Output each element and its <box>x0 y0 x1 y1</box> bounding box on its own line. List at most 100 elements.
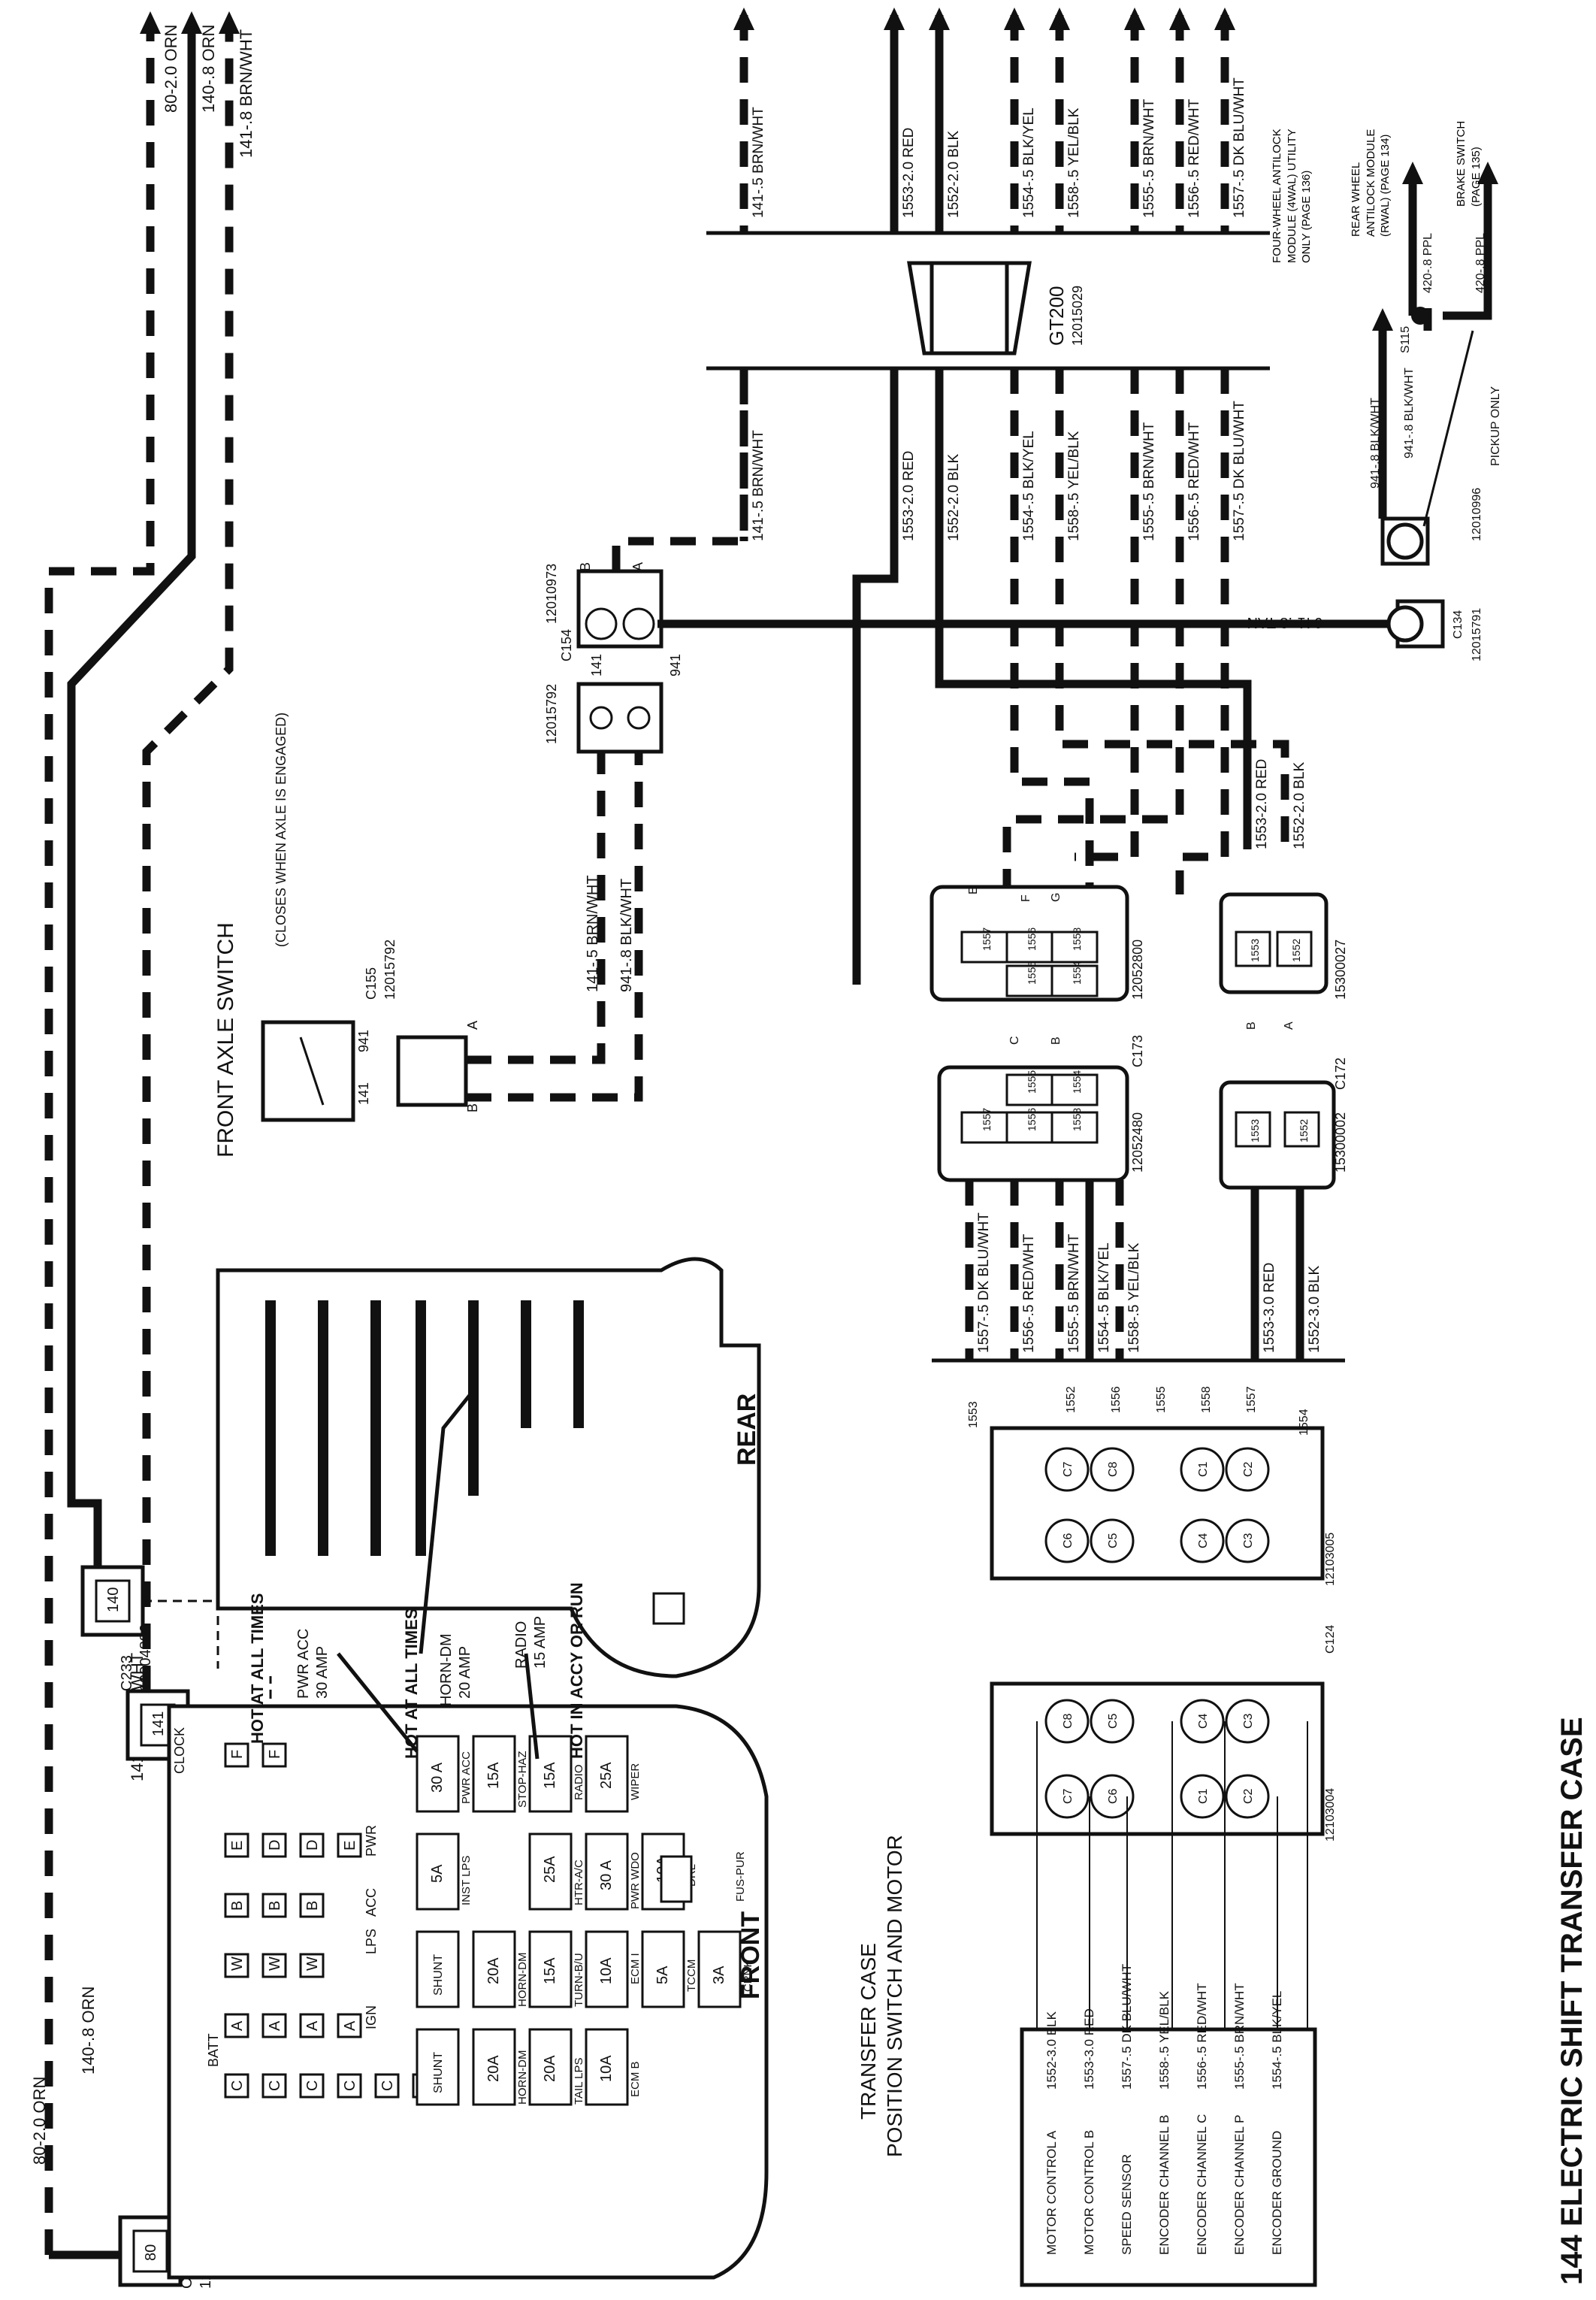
svg-text:1554-.5 BLK/YEL: 1554-.5 BLK/YEL <box>1096 1242 1112 1353</box>
fuse-name: ECM I <box>629 1953 642 1984</box>
svg-text:1553-2.0 RED: 1553-2.0 RED <box>901 128 917 218</box>
gt200-connector: GT200 12015029 <box>907 261 1085 356</box>
fuse-name: HTR-A/C <box>573 1860 585 1905</box>
fuse-name: RADIO <box>573 1764 585 1800</box>
tan-wire-label: 941-.8 TAN <box>1247 614 1322 631</box>
front-axle-note: (CLOSES WHEN AXLE IS ENGAGED) <box>274 713 289 947</box>
svg-text:C: C <box>342 2081 358 2091</box>
svg-text:C1: C1 <box>1197 1461 1210 1477</box>
fuse-amp: 20A <box>542 2055 558 2082</box>
svg-text:141-.5 BRN/WHT: 141-.5 BRN/WHT <box>751 430 766 541</box>
fuse-amp: 20A <box>485 1957 502 1984</box>
svg-text:B: B <box>1245 1021 1258 1030</box>
svg-text:1555: 1555 <box>1026 961 1038 985</box>
svg-text:C6: C6 <box>1062 1533 1075 1548</box>
c154-part-b: 12015792 <box>544 684 559 744</box>
c154-part-a: 12010973 <box>544 564 559 624</box>
axle-wire-141: 141-.5 BRN/WHT <box>585 875 601 992</box>
c172-part-b: 15300002 <box>1333 1112 1348 1173</box>
callout-1-title: HOT AT ALL TIMES <box>248 1593 267 1744</box>
lower-wire-set: 1557-.5 DK BLU/WHT 1556-.5 RED/WHT 1555-… <box>965 1180 1322 1360</box>
svg-text:1558-.5 YEL/BLK: 1558-.5 YEL/BLK <box>1157 1990 1171 2090</box>
fuse-acc-label: ACC <box>364 1888 379 1917</box>
svg-text:ENCODER CHANNEL B: ENCODER CHANNEL B <box>1157 2115 1171 2255</box>
svg-text:F: F <box>1020 894 1032 902</box>
callout-2-fuse: HORN-DM <box>438 1633 455 1706</box>
svg-text:E: E <box>229 1841 246 1851</box>
right-w420-a: 420-.8 PPL <box>1422 233 1434 293</box>
connector-c233-part: 12004886 <box>138 1624 154 1691</box>
svg-text:C: C <box>267 2081 283 2091</box>
callout-2-amp: 20 AMP <box>457 1646 473 1699</box>
right-side: C134 12015791 12010996 941-.8 BLK/WHT 94… <box>1271 121 1502 661</box>
svg-text:1556: 1556 <box>1026 1108 1038 1131</box>
fuse-amp: 25A <box>598 1762 615 1789</box>
svg-text:MOTOR CONTROL B: MOTOR CONTROL B <box>1082 2130 1096 2255</box>
lower-bus-labels: 141-.5 BRN/WHT 1553-2.0 RED 1552-2.0 BLK… <box>751 401 1307 849</box>
svg-text:1553: 1553 <box>1249 1119 1261 1142</box>
callout-2-title: HOT AT ALL TIMES <box>402 1608 421 1759</box>
right-s115: S115 <box>1399 326 1412 353</box>
svg-text:1556-.5 RED/WHT: 1556-.5 RED/WHT <box>1186 422 1202 541</box>
c134-part-b: 12010996 <box>1471 488 1483 541</box>
svg-text:C8: C8 <box>1107 1461 1120 1477</box>
svg-text:D: D <box>304 1840 321 1851</box>
svg-text:A: A <box>1283 1021 1295 1030</box>
upper-bus-wires <box>733 8 1235 233</box>
svg-text:B: B <box>229 1901 246 1911</box>
callout-3-title: HOT IN ACCY OR RUN <box>567 1582 586 1759</box>
fuse-amp: 15A <box>542 1762 558 1789</box>
fuse-batt-label: BATT <box>206 2033 221 2067</box>
svg-text:1554: 1554 <box>1071 961 1083 985</box>
svg-text:1552: 1552 <box>1290 939 1302 962</box>
svg-text:1556-.5 RED/WHT: 1556-.5 RED/WHT <box>1021 1233 1037 1353</box>
wire-label-140-top: 140-.8 ORN <box>199 25 218 113</box>
svg-text:1557-.5 DK BLU/WHT: 1557-.5 DK BLU/WHT <box>1120 1964 1134 2090</box>
right-w420-b: 420-.8 PPL <box>1474 233 1487 293</box>
c134-id: C134 <box>1452 610 1465 639</box>
fuse-name: HORN-DM <box>516 2050 529 2105</box>
svg-text:A: A <box>342 2020 358 2031</box>
connector-c290-pin: 80 <box>143 2244 159 2261</box>
fuse-amp: 5A <box>429 1864 446 1883</box>
c173-id: C173 <box>1130 1035 1145 1067</box>
transfer-case-title: TRANSFER CASE <box>857 1943 880 2120</box>
svg-text:1552: 1552 <box>1298 1119 1310 1142</box>
svg-text:1556-.5 RED/WHT: 1556-.5 RED/WHT <box>1195 1983 1209 2090</box>
svg-text:1558: 1558 <box>1071 928 1083 951</box>
transfer-case-rows: MOTOR CONTROL A 1552-3.0 BLK MOTOR CONTR… <box>1044 1964 1284 2255</box>
callout-3-amp: 15 AMP <box>532 1616 549 1669</box>
svg-text:1555-.5 BRN/WHT: 1555-.5 BRN/WHT <box>1232 1983 1247 2090</box>
gt200-part: 12015029 <box>1070 286 1085 346</box>
svg-text:1553-2.0 RED: 1553-2.0 RED <box>1254 759 1270 849</box>
svg-text:G: G <box>1050 893 1062 902</box>
fuse-cells: 30 A PWR ACC 15A STOP-HAZ 15A RADIO 25A … <box>416 1735 754 2106</box>
svg-text:C4: C4 <box>1197 1713 1210 1729</box>
fuse-shunt: SHUNT <box>432 1954 445 1996</box>
s115-splice <box>1411 307 1429 325</box>
svg-text:1554-.5 BLK/YEL: 1554-.5 BLK/YEL <box>1021 431 1037 541</box>
axle-wire-941: 941-.8 BLK/WHT <box>618 879 635 992</box>
svg-text:1554-.5 BLK/YEL: 1554-.5 BLK/YEL <box>1021 107 1037 218</box>
svg-text:1558-.5 YEL/BLK: 1558-.5 YEL/BLK <box>1126 1242 1142 1353</box>
svg-text:B: B <box>267 1901 283 1911</box>
c134-part-a: 12015791 <box>1471 608 1483 661</box>
svg-text:C3: C3 <box>1242 1533 1255 1548</box>
wire-label-80-bottom: 80-2.0 ORN <box>30 2077 49 2165</box>
svg-text:1554: 1554 <box>1071 1070 1083 1094</box>
c155-part: 12015792 <box>382 940 397 1000</box>
c154-141: 141 <box>589 654 604 676</box>
svg-text:1554-.5 BLK/YEL: 1554-.5 BLK/YEL <box>1270 1991 1284 2090</box>
svg-text:W: W <box>267 1957 283 1971</box>
svg-text:1555: 1555 <box>1026 1070 1038 1094</box>
connector-c173-upper: 1557 1556 1558 1555 1554 E F G 12052800 <box>929 885 1145 1002</box>
connector-c233-pin: 140 <box>105 1587 122 1612</box>
svg-text:C: C <box>304 2081 321 2091</box>
right-w941-b: 941-.8 BLK/WHT <box>1403 368 1416 458</box>
fuse-name: ECM B <box>629 2061 642 2097</box>
svg-text:C6: C6 <box>1107 1788 1120 1804</box>
svg-text:C5: C5 <box>1107 1533 1120 1548</box>
svg-text:1556-.5 RED/WHT: 1556-.5 RED/WHT <box>1186 98 1202 218</box>
svg-text:C3: C3 <box>1242 1713 1255 1729</box>
fuse-fus-pur: FUS-PUR <box>734 1851 747 1902</box>
